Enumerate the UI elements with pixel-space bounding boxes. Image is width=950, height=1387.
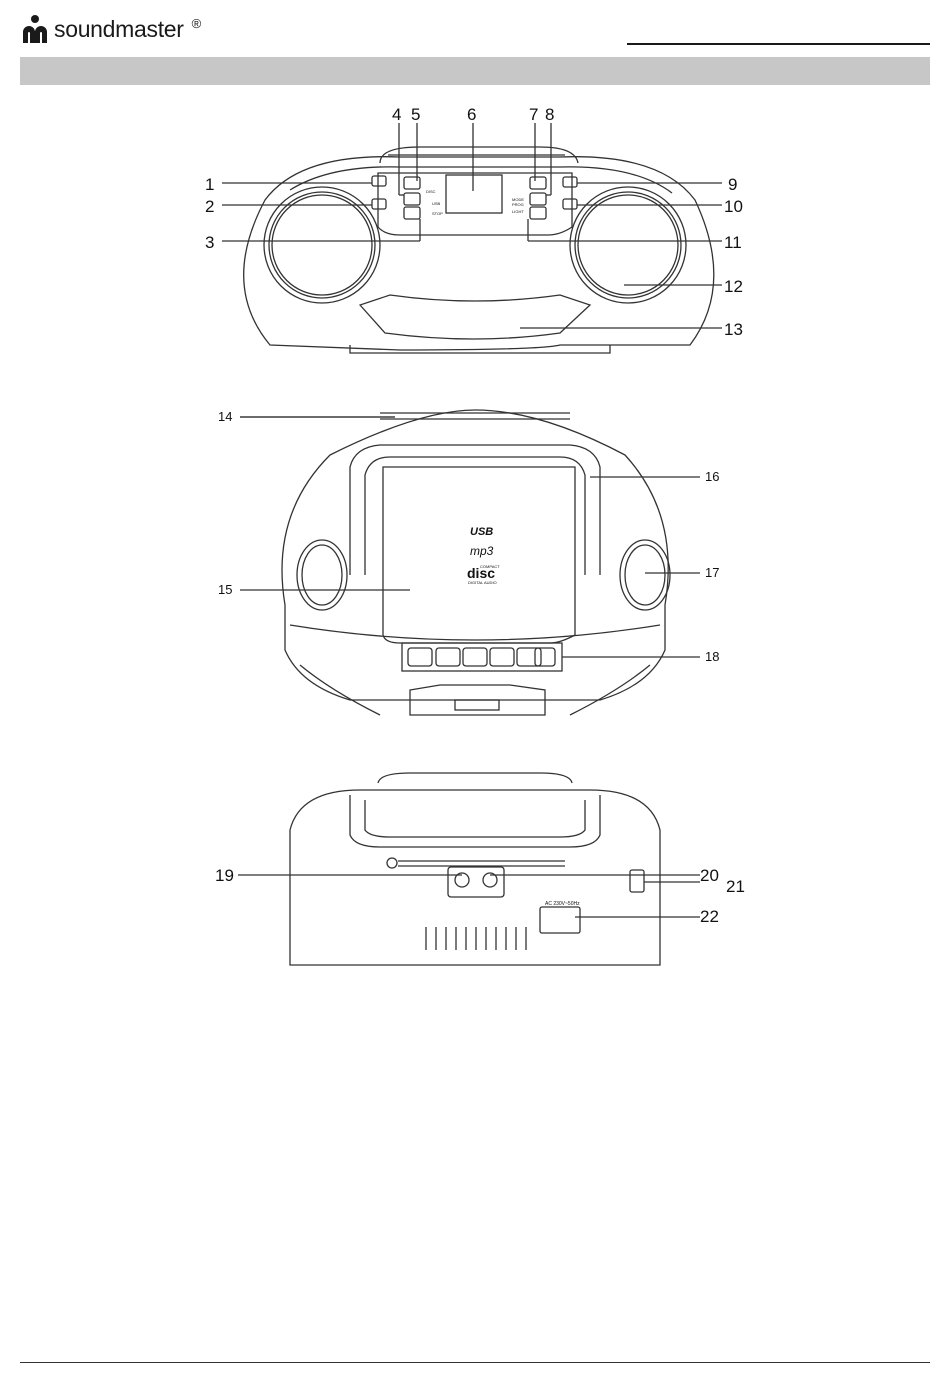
disc-logo-compact: COMPACT — [480, 564, 500, 569]
product-diagram: 1 2 3 4 5 6 7 8 9 10 11 12 13 DISC USB S… — [0, 95, 950, 985]
label-light: LIGHT — [512, 209, 524, 214]
callout-11: 11 — [724, 233, 742, 252]
usb-logo: USB — [470, 526, 493, 538]
mp3-logo: mp3 — [470, 544, 494, 558]
callout-17: 17 — [705, 565, 719, 580]
brand-name: soundmaster — [54, 16, 184, 43]
callout-13: 13 — [724, 320, 743, 339]
callout-20: 20 — [700, 866, 719, 885]
callout-5: 5 — [411, 105, 420, 124]
callout-2: 2 — [205, 197, 214, 216]
label-stop: STOP — [432, 211, 443, 216]
label-usb: USB — [432, 201, 441, 206]
section-title-bar — [20, 57, 930, 85]
callout-1: 1 — [205, 175, 214, 194]
header-rule — [627, 43, 930, 45]
callout-15: 15 — [218, 582, 232, 597]
power-rating-label: AC 230V~50Hz — [545, 901, 580, 907]
callout-19: 19 — [215, 866, 234, 885]
product-figures: 1 2 3 4 5 6 7 8 9 10 11 12 13 DISC USB S… — [0, 95, 950, 985]
callout-8: 8 — [545, 105, 554, 124]
top-view — [240, 410, 700, 715]
brand-logo: soundmaster ® — [20, 14, 201, 44]
back-view — [238, 773, 700, 965]
callout-4: 4 — [392, 105, 401, 124]
callout-7: 7 — [529, 105, 538, 124]
soundmaster-logo-icon — [20, 14, 50, 44]
callout-12: 12 — [724, 277, 743, 296]
label-disc: DISC — [426, 189, 436, 194]
callout-21: 21 — [726, 877, 745, 896]
callout-14: 14 — [218, 409, 232, 424]
front-view — [222, 123, 722, 353]
footer-rule — [20, 1362, 930, 1363]
page-header: soundmaster ® — [20, 10, 930, 50]
label-prog: PROG — [512, 202, 524, 207]
callout-22: 22 — [700, 907, 719, 926]
callout-10: 10 — [724, 197, 743, 216]
disc-logo-digital: DIGITAL AUDIO — [468, 580, 497, 585]
registered-mark: ® — [192, 16, 202, 31]
callout-6: 6 — [467, 105, 476, 124]
front-callout-labels: 1 2 3 4 5 6 7 8 9 10 11 12 13 DISC USB S… — [205, 105, 743, 339]
callout-3: 3 — [205, 233, 214, 252]
callout-18: 18 — [705, 649, 719, 664]
callout-16: 16 — [705, 469, 719, 484]
callout-9: 9 — [728, 175, 737, 194]
